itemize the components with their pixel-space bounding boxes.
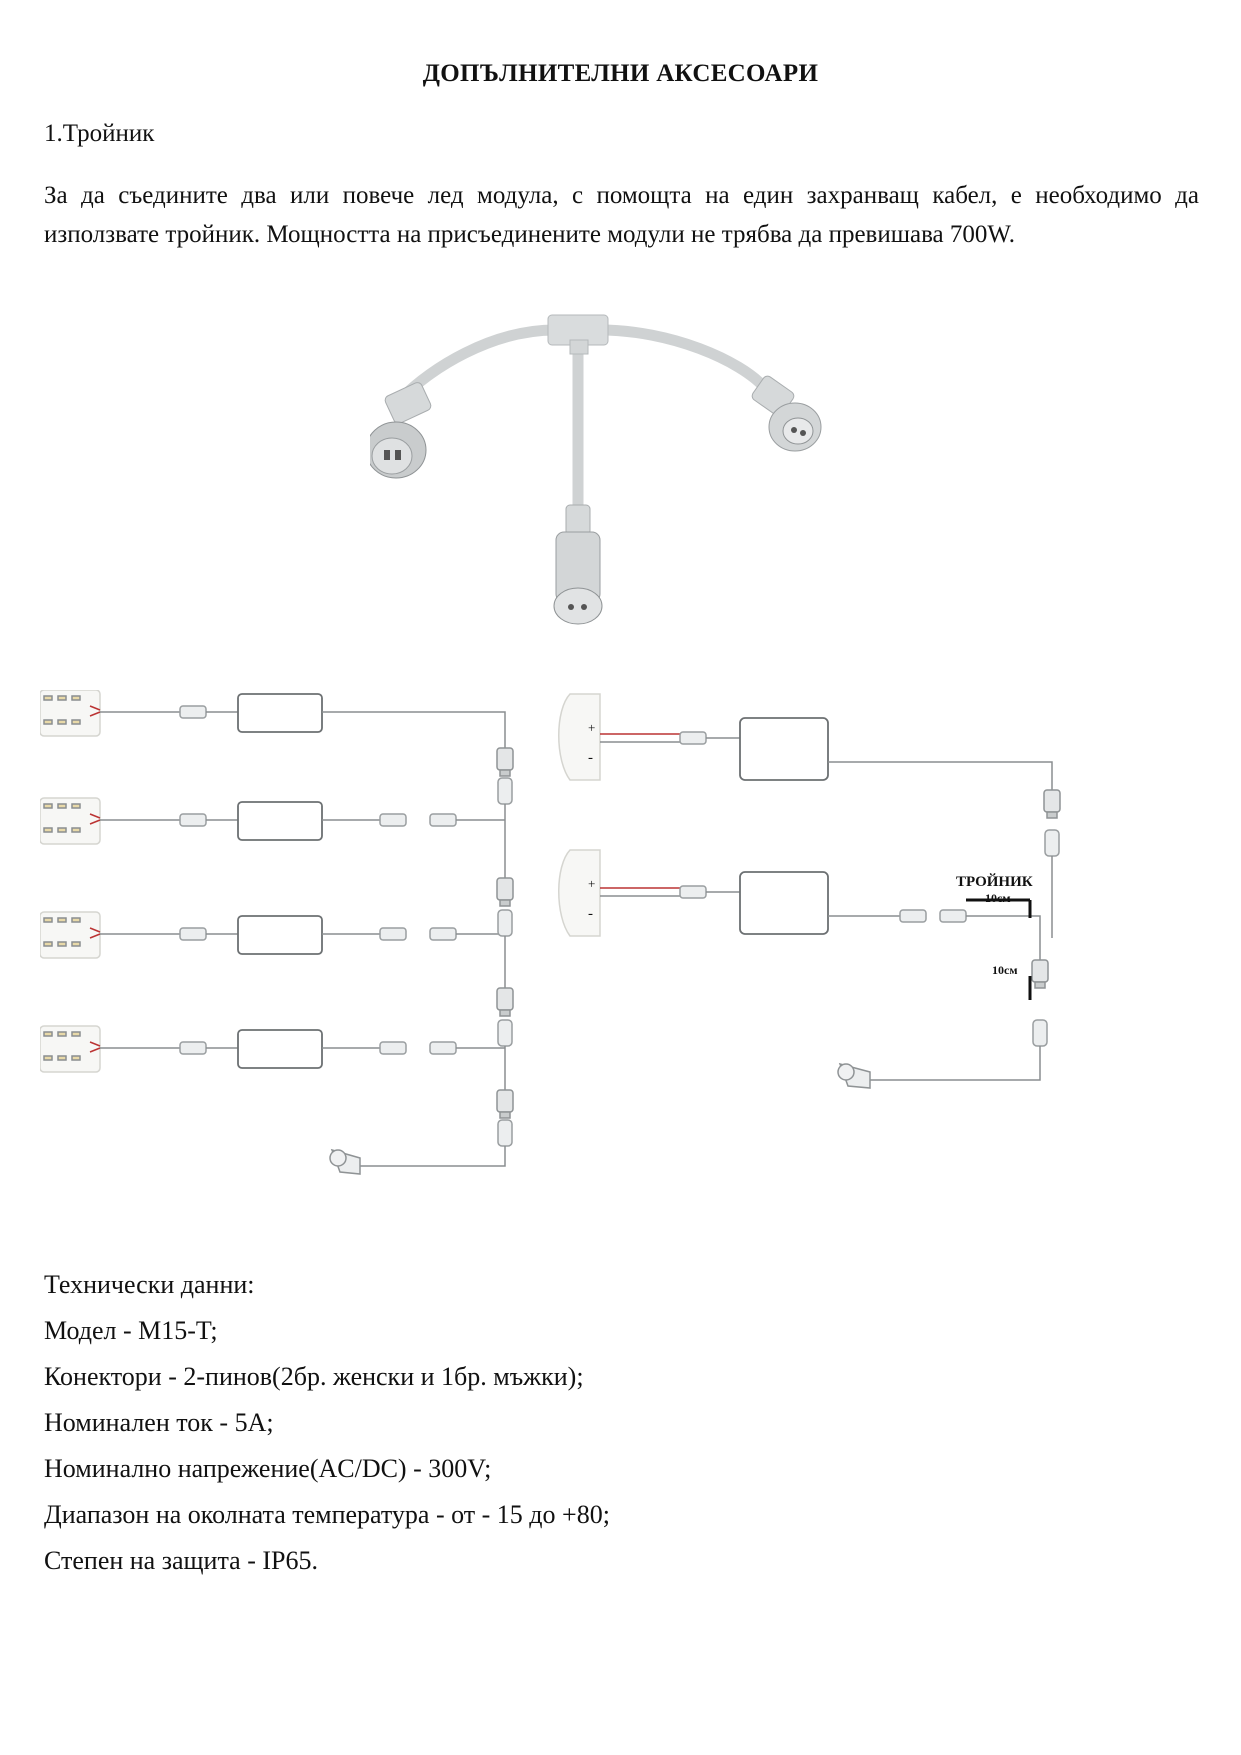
spec-item: Диапазон на околната температура - от - … [44,1500,610,1529]
female-connector-icon [751,375,822,452]
spec-item: Степен на защита - IP65. [44,1546,318,1575]
specs-heading: Технически данни: [44,1270,255,1299]
spec-item: Конектори - 2-пинов(2бр. женски и 1бр. м… [44,1362,584,1391]
section-heading: 1.Тройник [44,120,155,147]
polarity-minus: - [588,906,593,922]
spec-item: Номинален ток - 5А; [44,1408,274,1437]
power-plug-icon [329,1148,361,1175]
spec-item: Модел - M15-T; [44,1316,218,1345]
connection-diagram: + - + - ТРОЙНИК 10см 10см [40,690,1061,1175]
dimension-horizontal: 10см [985,891,1011,905]
polarity-minus: - [588,750,593,766]
page-title: ДОПЪЛНИТЕЛНИ АКСЕСОАРИ [422,60,819,87]
left-wiring-scheme [40,690,514,1175]
right-wiring-scheme: + - + - [558,693,1061,1089]
dimension-vertical: 10см [992,963,1018,977]
intro-paragraph: За да съедините два или повече лед модул… [44,182,1199,248]
spec-item: Номинално напрежение(AC/DC) - 300V; [44,1454,492,1483]
polarity-plus: + [588,720,595,735]
polarity-plus: + [588,876,595,891]
specs-list: Модел - M15-T; Конектори - 2-пинов(2бр. … [44,1308,610,1584]
power-plug-icon [837,1062,871,1089]
female-connector-icon [553,504,603,625]
splitter-photo [370,314,822,625]
male-connector-icon [370,382,432,479]
splitter-dimensions: ТРОЙНИК 10см 10см [956,873,1033,1000]
splitter-label: ТРОЙНИК [956,873,1033,890]
